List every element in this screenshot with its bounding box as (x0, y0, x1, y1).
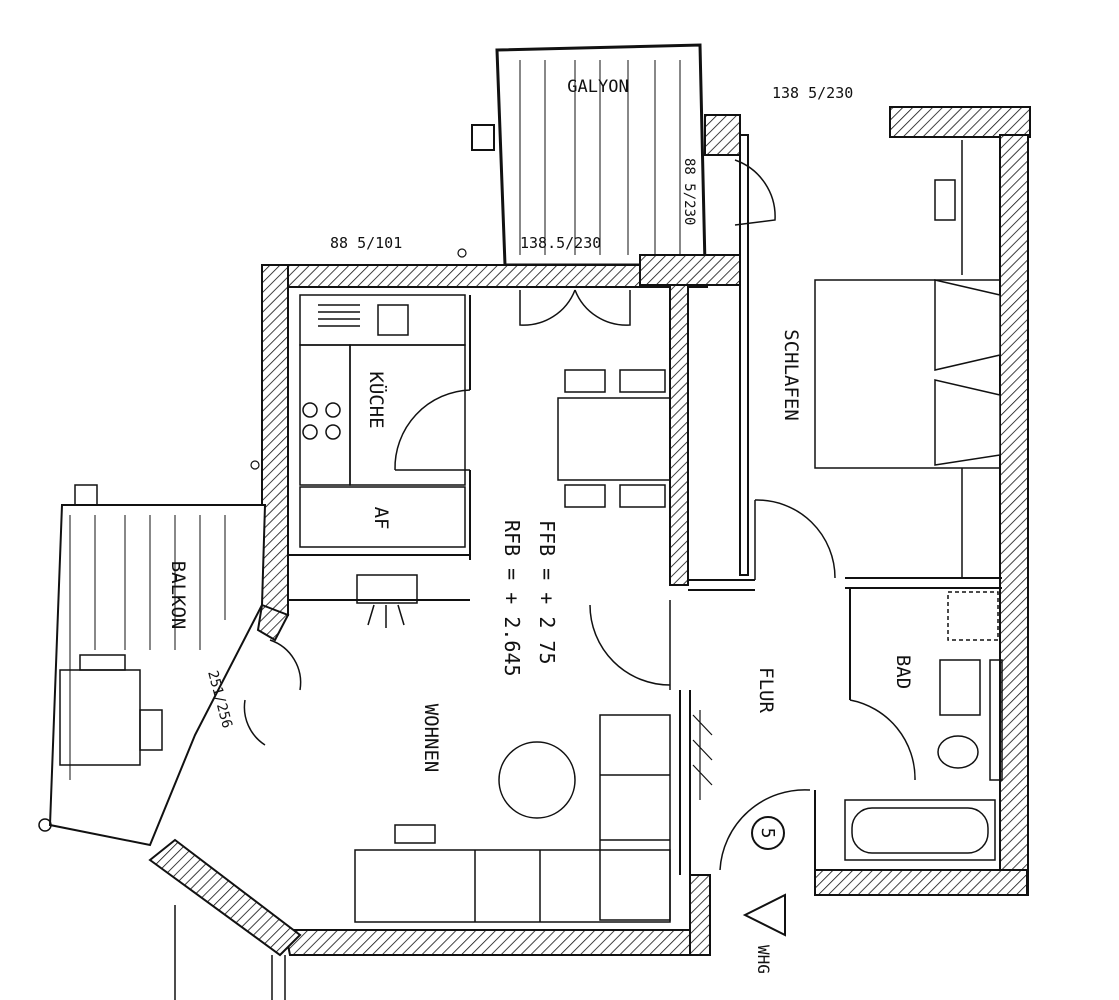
level-rfb: RFB = + 2.645 (500, 520, 524, 677)
entrance-arrow (742, 893, 786, 937)
label-bad: BAD (892, 655, 914, 689)
interior-walls (288, 134, 1002, 875)
label-wohnen: WOHNEN (420, 704, 442, 773)
living-furniture (354, 574, 671, 923)
label-balkon: BALKON (167, 561, 189, 630)
bathroom-fixtures (844, 591, 1003, 861)
exterior-walls (148, 106, 1031, 957)
entrance-label: WHG (754, 945, 773, 974)
dim-balcony-door-side: 88 5/230 (681, 158, 697, 225)
level-ffb: FFB = + 2 75 (535, 520, 559, 665)
wardrobe-marks (692, 710, 713, 800)
level-labels: FFB = + 2 75 RFB = + 2.645 (500, 520, 559, 677)
label-af: AF (370, 507, 392, 530)
label-galyon: GALYON (567, 77, 628, 97)
dim-kitchen-window: 88 5/101 (330, 234, 402, 252)
bedroom-furniture (814, 140, 1001, 578)
label-schlafen: SCHLAFEN (780, 329, 802, 421)
kitchen-furniture (299, 294, 466, 548)
room-labels: GALYON SCHLAFEN KÜCHE AF BALKON WOHNEN F… (167, 77, 914, 772)
unit-number-circle (751, 816, 785, 850)
label-kueche: KÜCHE (365, 371, 388, 428)
doors (243, 159, 916, 871)
balcony-left (38, 484, 286, 1000)
unit-number: 5 (757, 828, 778, 839)
dining-table (557, 369, 671, 508)
label-flur: FLUR (755, 667, 777, 713)
dim-balcony-door-front: 138.5/230 (520, 234, 601, 252)
dim-window-top-right: 138 5/230 (772, 84, 853, 102)
